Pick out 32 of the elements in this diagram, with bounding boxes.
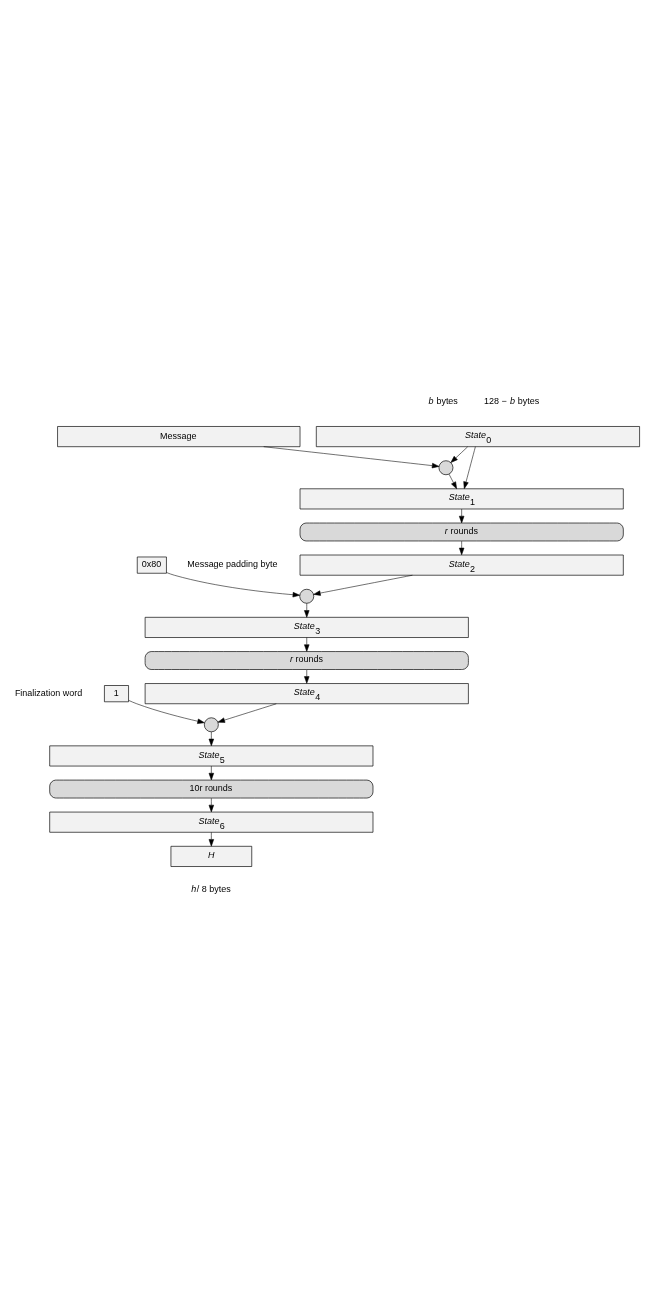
arrow: [304, 669, 310, 684]
arrow: [208, 832, 214, 847]
node-box: H: [170, 845, 253, 867]
node-label: Finalization word: [14, 687, 83, 698]
arrow: [217, 703, 277, 723]
arrow: [313, 574, 413, 596]
arrow: [463, 446, 476, 489]
arrow: [304, 603, 310, 618]
arrow: [459, 540, 465, 556]
arrow: [263, 446, 440, 469]
node-box: r rounds: [299, 522, 624, 542]
node-label: Message padding byte: [187, 559, 278, 570]
arrow: [208, 731, 214, 747]
node-circle: [204, 717, 219, 733]
arrow: [459, 508, 465, 524]
node-box: 10r rounds: [49, 779, 374, 799]
node-circle: [299, 588, 315, 604]
label: h/ 8 bytes: [191, 884, 231, 895]
node-box: Message: [57, 426, 301, 448]
arrow: [128, 700, 205, 724]
node-box: 1: [104, 685, 129, 703]
arrow: [304, 637, 310, 652]
arrow: [450, 446, 468, 463]
node-box: 0x80: [136, 556, 167, 574]
arrow: [208, 797, 214, 813]
arrow: [208, 765, 214, 781]
node-circle: [438, 460, 454, 476]
label: 128 − b bytes: [484, 395, 540, 406]
node-box: r rounds: [144, 651, 469, 670]
arrow: [448, 473, 457, 490]
arrow: [166, 572, 300, 598]
label: b bytes: [428, 395, 458, 406]
